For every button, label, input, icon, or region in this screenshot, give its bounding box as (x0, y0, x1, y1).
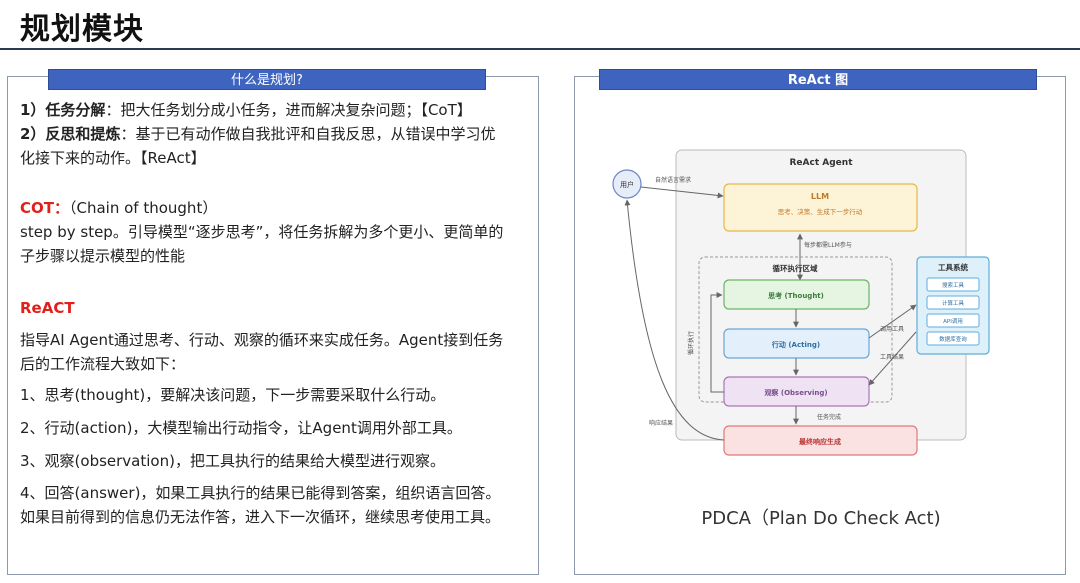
observing-label: 观察 (Observing) (764, 388, 827, 397)
llm-title: LLM (811, 192, 829, 201)
tool-label-calc: 计算工具 (942, 299, 965, 307)
user-request-label: 自然语言需求 (655, 176, 691, 184)
final-box (723, 425, 918, 456)
step-action: 2、行动(action)，大模型输出行动指令，让Agent调用外部工具。 (20, 419, 462, 437)
tool-label-search: 搜索工具 (942, 281, 965, 289)
llm-note-label: 每步都需LLM参与 (804, 241, 852, 249)
step-answer-b: 如果目前得到的信息仍无法作答，进入下一次循环，继续思考使用工具。 (20, 508, 501, 526)
tool-result-label: 工具结果 (880, 353, 904, 361)
loop-title: 循环执行区域 (773, 263, 818, 273)
acting-label: 行动 (Acting) (771, 340, 820, 349)
item2-label: 2）反思和提炼 (20, 125, 121, 143)
step-answer-a: 4、回答(answer)，如果工具执行的结果已能得到答案，组织语言回答。 (20, 484, 501, 502)
user-to-llm-arrow (640, 186, 724, 199)
tool-label-db: 数据库查询 (939, 335, 967, 343)
react-label: ReACT (20, 299, 75, 317)
cot-heading: COT：（Chain of thought） (20, 196, 217, 220)
cot-desc-a: step by step。引导模型“逐步思考”，将任务拆解为多个更小、更简单的 (20, 223, 504, 241)
user-label: 用户 (620, 180, 634, 189)
item2-text-a: ：基于已有动作做自我批评和自我反思，从错误中学习优 (120, 125, 496, 143)
tool-item-db (926, 331, 980, 346)
task-done-label: 任务完成 (817, 413, 841, 421)
llm-box (723, 183, 918, 232)
response-result-label: 响应结果 (649, 419, 673, 427)
page-title: 规划模块 (20, 12, 144, 47)
tool-item-calc (926, 295, 980, 310)
step-thought: 1、思考(thought)，要解决该问题，下一步需要采取什么行动。 (20, 386, 446, 404)
right-panel: ReAct 图 ReAct Agent 用户 自然语言需求 LLM 思考、决策、… (574, 69, 1066, 575)
tools-title: 工具系统 (938, 262, 968, 272)
call-tool-label: 调用工具 (880, 325, 904, 333)
item-reflection: 2）反思和提炼：基于已有动作做自我批评和自我反思，从错误中学习优 (20, 122, 495, 146)
item1-text: ：把大任务划分成小任务，进而解决复杂问题；【CoT】 (105, 101, 472, 119)
thought-label: 思考 (Thought) (768, 291, 824, 300)
react-desc-a: 指导AI Agent通过思考、行动、观察的循环来实成任务。Agent接到任务 (20, 331, 504, 349)
tools-to-observing-arrow (868, 331, 917, 386)
react-diagram: ReAct Agent 用户 自然语言需求 LLM 思考、决策、生成下一步行动 … (612, 149, 990, 456)
left-panel-header: 什么是规划? (48, 69, 486, 90)
response-arrow (624, 199, 725, 441)
llm-subtitle: 思考、决策、生成下一步行动 (778, 207, 863, 216)
acting-to-tools-arrow (868, 304, 917, 339)
item2-text-b: 化接下来的动作。【ReAct】 (20, 149, 206, 167)
react-desc-b: 后的工作流程大致如下： (20, 355, 186, 373)
cot-desc-b: 子步骤以提示模型的性能 (20, 247, 186, 265)
final-label: 最终响应生成 (799, 437, 841, 446)
loop-back-arrow (710, 292, 724, 393)
item1-label: 1）任务分解 (20, 101, 106, 119)
step-observation: 3、观察(observation)，把工具执行的结果给大模型进行观察。 (20, 452, 445, 470)
agent-title: ReAct Agent (790, 158, 854, 168)
cot-label: COT： (20, 199, 69, 217)
loop-exec-label: 循环执行 (687, 331, 695, 355)
title-divider (0, 48, 1080, 50)
tool-item-api (926, 313, 980, 328)
cot-sub: （Chain of thought） (69, 199, 218, 217)
tool-item-search (926, 277, 980, 292)
left-panel: 什么是规划? 1）任务分解：把大任务划分成小任务，进而解决复杂问题；【CoT】 … (7, 69, 539, 575)
diagram-caption: PDCA（Plan Do Check Act) (701, 508, 941, 529)
tool-label-api: API调用 (943, 317, 963, 325)
user-node (612, 169, 642, 199)
right-panel-header: ReAct 图 (599, 69, 1037, 90)
item-task-decomposition: 1）任务分解：把大任务划分成小任务，进而解决复杂问题；【CoT】 (20, 98, 472, 122)
